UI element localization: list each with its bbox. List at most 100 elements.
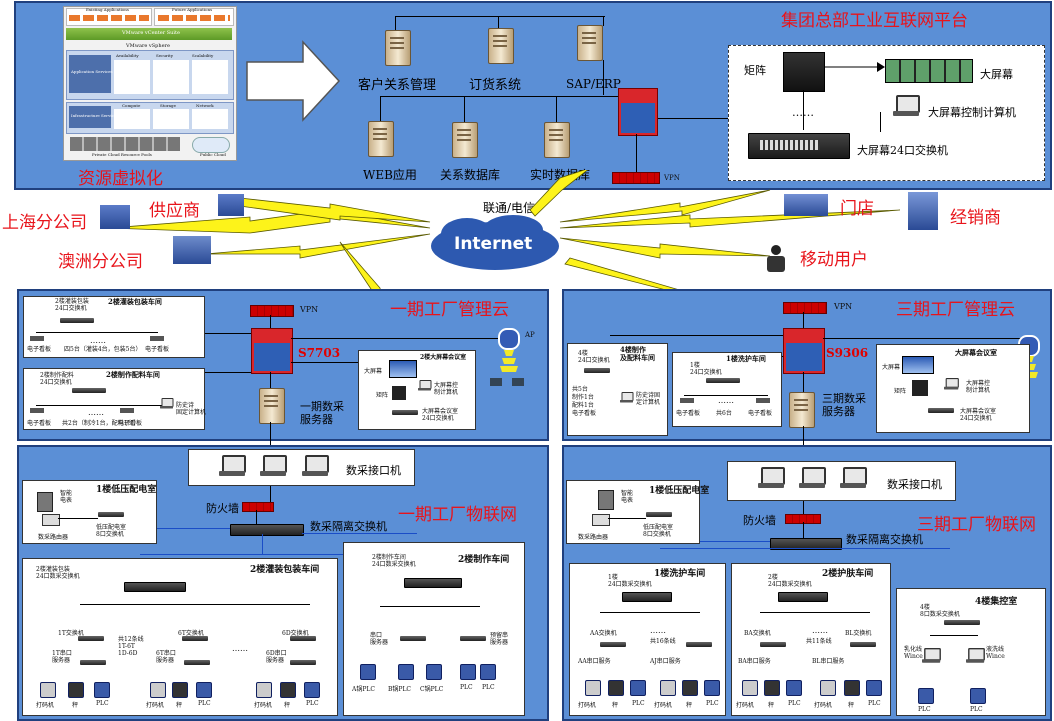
c3-floor1-board-l — [680, 398, 694, 403]
c3-floor1-sw-label: 1楼 24口交换机 — [690, 362, 722, 376]
iot1-make-workshop — [343, 542, 525, 716]
c3-floor1-title: 1楼洗护车间 — [726, 354, 766, 363]
iot3-lv-room — [566, 480, 700, 544]
c3-meeting-matrix-icon — [912, 380, 928, 396]
iot3-iso-switch-icon — [770, 538, 842, 550]
iot3-fw-label: 防火墙 — [743, 514, 776, 527]
vcenter-bar — [66, 28, 232, 40]
iot1-router-label: 数采路由器 — [38, 534, 69, 541]
c1-meeting-screen-icon — [389, 360, 417, 378]
iot3-ctl-pc2-label: 液洗线 Wince — [986, 646, 1005, 660]
storage-label: Storage — [160, 103, 176, 108]
private-cloud-devices — [70, 137, 180, 151]
iot3-wash-sw2-icon — [686, 642, 712, 647]
c1-mix-sw-label: 2楼制作配料 24口交换机 — [40, 372, 74, 386]
iot1-fill-ser1-icon — [80, 660, 106, 665]
web-label: WEB应用 — [363, 168, 417, 182]
iot3-skin-scale2-icon — [844, 680, 860, 696]
c3-floor1-board-l-label: 电子看板 — [676, 410, 701, 417]
c1-mix-workshop — [23, 368, 205, 430]
iot3-wash-dev6: PLC — [706, 700, 719, 707]
network-label: Network — [196, 103, 214, 108]
iot1-fw-label: 防火墙 — [206, 502, 239, 515]
iot3-lv-switch-label: 低压配电室 8口交换机 — [643, 524, 674, 538]
iot3-ctl-plc1-icon — [918, 688, 934, 704]
iot3-lv-title: 1楼低压配电室 — [649, 486, 710, 496]
future-apps-label: Future Applications — [172, 7, 213, 12]
iot3-skin-scale-icon — [764, 680, 780, 696]
iot1-make-plc3-icon — [426, 664, 442, 680]
iot3-skin-dev6: PLC — [868, 700, 881, 707]
shanghai-building-icon — [100, 205, 130, 229]
iot3-ctl-pc1-label: 乳化线 Wince — [904, 646, 923, 660]
iot1-fill-ser3-icon — [290, 660, 316, 665]
cloud3-firewall-icon — [783, 302, 827, 314]
vcenter-label: VMware vCenter Suite — [122, 30, 180, 36]
iot3-wash-printer2-icon — [660, 680, 676, 696]
iot1-make-res-label: 预留串 服务器 — [490, 632, 509, 646]
iot1-fill-ser2-icon — [184, 660, 210, 665]
iot3-skin-printer-icon — [742, 680, 758, 696]
c1-meeting-switch-icon — [392, 410, 418, 415]
sap-server-icon — [577, 25, 603, 61]
infra-services-label: Infrastructure Services — [71, 113, 119, 118]
iot3-wash-plc2-icon — [704, 680, 720, 696]
iot3-wash-aj-ser: AJ串口服务 — [650, 658, 681, 665]
cloud1-title: 一期工厂管理云 — [390, 300, 509, 320]
iot3-wash-sw1-icon — [600, 642, 626, 647]
shanghai-label: 上海分公司 — [2, 213, 87, 233]
c1-mix-board-r-label: 电子看板 — [118, 420, 143, 427]
order-server-icon — [488, 28, 514, 64]
iot1-acq-label: 数采接口机 — [346, 464, 401, 477]
c3-floor4-workshop — [567, 343, 668, 436]
cloud1-firewall-icon — [250, 305, 294, 317]
iot1-fill-switch-icon — [124, 582, 186, 592]
iot1-make-plc2: B锅PLC — [388, 686, 412, 693]
arrow-to-screen-icon — [825, 62, 885, 72]
c3-meeting-title: 大屏幕会议室 — [955, 348, 997, 357]
c1-meeting-room — [358, 350, 476, 430]
iot1-fill-sw3-icon — [290, 636, 316, 641]
c3-meeting-pc-label: 大屏幕控 制计算机 — [966, 380, 991, 394]
c1-meeting-pc-icon — [418, 380, 432, 391]
iot1-make-title: 2楼制作车间 — [458, 555, 510, 565]
iot1-title: 一期工厂物联网 — [398, 505, 517, 525]
matrix-icon — [783, 52, 825, 92]
australia-building-icon — [173, 236, 211, 264]
iot1-fill-6t-ser: 6T串口 服务器 — [156, 650, 176, 664]
c1-fill-board-l-label: 电子看板 — [27, 346, 52, 353]
iot1-make-sw-label: 2楼制作车间 24口数采交换机 — [372, 554, 416, 568]
iot1-make-plc4-icon — [460, 664, 476, 680]
c1-mix-title: 2楼制作配料车间 — [106, 370, 160, 379]
iot3-wash-scale2-icon — [682, 680, 698, 696]
c3-floor4-pc-label: 防史诗固 定计算机 — [636, 392, 661, 406]
iot3-skin-plc2-icon — [866, 680, 882, 696]
rtdb-server-icon — [544, 122, 570, 158]
c1-fill-board-r-label: 电子看板 — [145, 346, 170, 353]
ap-label: AP — [525, 331, 535, 339]
iot3-ctl-title: 4楼集控室 — [975, 597, 1018, 607]
iot1-fill-dots: …… — [232, 644, 248, 653]
existing-apps-label: Existing Applications — [86, 7, 129, 12]
iot3-wash-title: 1楼洗护车间 — [654, 569, 706, 579]
internet-label: Internet — [454, 234, 533, 254]
iot1-acq-pc3-icon — [302, 455, 329, 477]
iot3-wash-dots: …… — [650, 626, 666, 635]
iot1-meter-icon — [37, 492, 53, 512]
c1-meeting-screen-label: 大屏幕 — [364, 368, 383, 375]
private-cloud-label: Private Cloud Resource Pools — [92, 152, 152, 157]
c1-mix-board-m-label: 共2台（制冷1台，配料1台） — [62, 420, 140, 427]
iot3-router-label: 数采路由器 — [578, 534, 609, 541]
iot1-make-plc5-icon — [480, 664, 496, 680]
vmware-diagram: Existing Applications Future Application… — [63, 6, 237, 161]
c3-meeting-screen-label: 大屏幕 — [882, 364, 901, 371]
control-pc-icon — [893, 95, 920, 117]
dealer-building-icon — [908, 192, 938, 230]
c1-mix-board-l-label: 电子看板 — [27, 420, 52, 427]
iot3-wash-lines: 共16条线 — [650, 638, 676, 645]
sap-label: SAP/ERP — [566, 77, 621, 91]
c1-fill-sw-label: 2楼灌装包装 24口交换机 — [55, 298, 89, 312]
c1-meeting-switch-label: 大屏幕会议室 24口交换机 — [422, 408, 459, 422]
iot3-lv-switch-icon — [646, 512, 672, 517]
c3-meeting-pc-icon — [944, 378, 959, 390]
